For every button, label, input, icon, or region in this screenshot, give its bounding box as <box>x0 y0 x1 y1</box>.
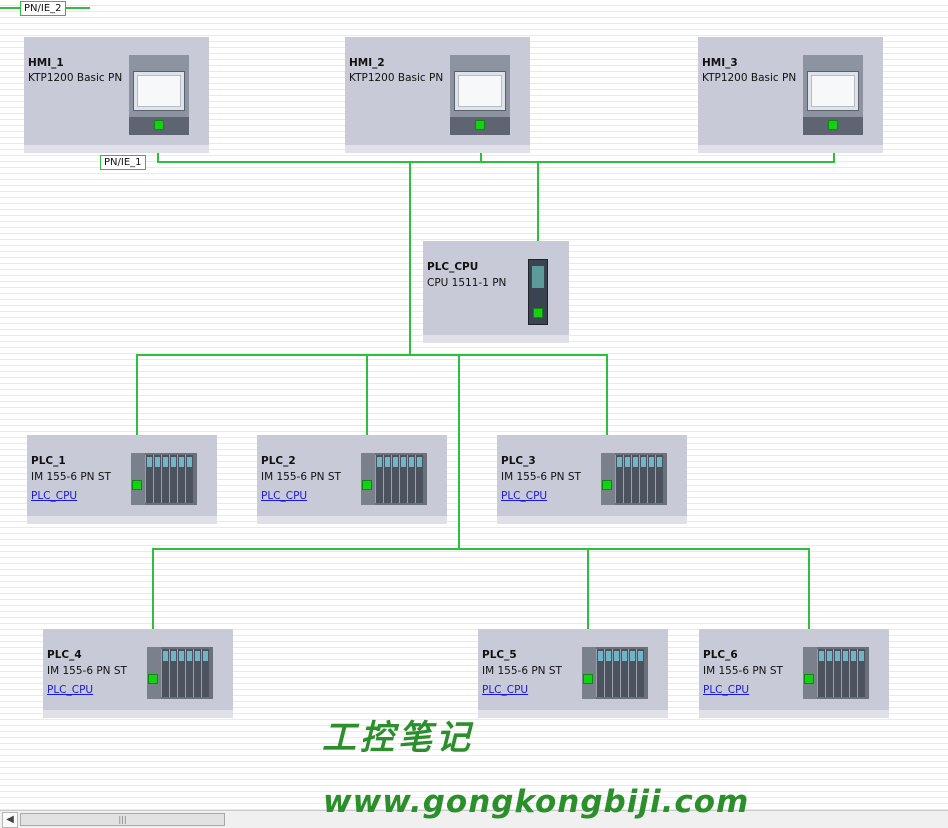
device-name: PLC_1 <box>31 455 66 467</box>
watermark-chinese: 工控笔记 <box>322 718 474 758</box>
device-type: CPU 1511-1 PN <box>427 277 507 289</box>
network-view-canvas[interactable]: PN/IE_2 PN/IE_1 HMI_1 KTP1200 Basic PN H… <box>0 0 948 810</box>
device-name: HMI_1 <box>28 57 64 69</box>
profinet-port-icon[interactable] <box>533 308 543 318</box>
device-type: IM 155-6 PN ST <box>501 471 581 483</box>
profinet-port-icon[interactable] <box>602 480 612 490</box>
row1-bus-line <box>136 354 608 455</box>
device-name: PLC_5 <box>482 649 517 661</box>
controller-link[interactable]: PLC_CPU <box>31 490 78 502</box>
scrollbar-thumb[interactable]: ||| <box>20 813 225 826</box>
profinet-port-icon[interactable] <box>583 674 593 684</box>
device-plc-5[interactable]: PLC_5 IM 155-6 PN ST PLC_CPU <box>478 629 668 718</box>
profinet-port-icon[interactable] <box>828 120 838 130</box>
controller-link[interactable]: PLC_CPU <box>261 490 308 502</box>
device-name: PLC_6 <box>703 649 738 661</box>
cpu-module-icon <box>528 259 548 325</box>
controller-link[interactable]: PLC_CPU <box>501 490 548 502</box>
device-plc-6[interactable]: PLC_6 IM 155-6 PN ST PLC_CPU <box>699 629 889 718</box>
hmi-panel-icon <box>803 55 863 135</box>
io-module-icon <box>601 453 667 505</box>
controller-link[interactable]: PLC_CPU <box>47 684 94 696</box>
io-module-icon <box>582 647 648 699</box>
profinet-port-icon[interactable] <box>362 480 372 490</box>
device-hmi-3[interactable]: HMI_3 KTP1200 Basic PN <box>698 37 883 153</box>
device-name: HMI_3 <box>702 57 738 69</box>
scroll-left-arrow-icon[interactable]: ◀ <box>2 812 18 828</box>
device-hmi-2[interactable]: HMI_2 KTP1200 Basic PN <box>345 37 530 153</box>
row2-bus-line <box>152 548 810 650</box>
device-plc-4[interactable]: PLC_4 IM 155-6 PN ST PLC_CPU <box>43 629 233 718</box>
device-name: PLC_4 <box>47 649 82 661</box>
io-module-icon <box>361 453 427 505</box>
device-plc-cpu[interactable]: PLC_CPU CPU 1511-1 PN <box>423 241 569 343</box>
device-name: HMI_2 <box>349 57 385 69</box>
network-label-pn-ie-1[interactable]: PN/IE_1 <box>100 155 146 170</box>
device-name: PLC_CPU <box>427 261 479 273</box>
device-name: PLC_3 <box>501 455 536 467</box>
profinet-port-icon[interactable] <box>148 674 158 684</box>
device-plc-1[interactable]: PLC_1 IM 155-6 PN ST PLC_CPU <box>27 435 217 524</box>
device-type: IM 155-6 PN ST <box>47 665 127 677</box>
hmi-panel-icon <box>450 55 510 135</box>
device-type: IM 155-6 PN ST <box>31 471 111 483</box>
device-plc-3[interactable]: PLC_3 IM 155-6 PN ST PLC_CPU <box>497 435 687 524</box>
io-module-icon <box>803 647 869 699</box>
network-label-pn-ie-2[interactable]: PN/IE_2 <box>20 1 66 16</box>
device-hmi-1[interactable]: HMI_1 KTP1200 Basic PN <box>24 37 209 153</box>
profinet-port-icon[interactable] <box>154 120 164 130</box>
device-type: KTP1200 Basic PN <box>702 72 797 84</box>
hmi-panel-icon <box>129 55 189 135</box>
device-type: IM 155-6 PN ST <box>261 471 341 483</box>
io-module-icon <box>131 453 197 505</box>
profinet-port-icon[interactable] <box>804 674 814 684</box>
device-type: KTP1200 Basic PN <box>349 72 444 84</box>
io-module-icon <box>147 647 213 699</box>
device-plc-2[interactable]: PLC_2 IM 155-6 PN ST PLC_CPU <box>257 435 447 524</box>
controller-link[interactable]: PLC_CPU <box>703 684 750 696</box>
profinet-port-icon[interactable] <box>132 480 142 490</box>
watermark-url: www.gongkongbiji.com <box>323 784 750 820</box>
device-type: IM 155-6 PN ST <box>703 665 783 677</box>
controller-link[interactable]: PLC_CPU <box>482 684 529 696</box>
horizontal-scrollbar[interactable]: ◀ ||| <box>0 810 948 828</box>
device-name: PLC_2 <box>261 455 296 467</box>
profinet-port-icon[interactable] <box>475 120 485 130</box>
device-type: IM 155-6 PN ST <box>482 665 562 677</box>
device-type: KTP1200 Basic PN <box>28 72 123 84</box>
